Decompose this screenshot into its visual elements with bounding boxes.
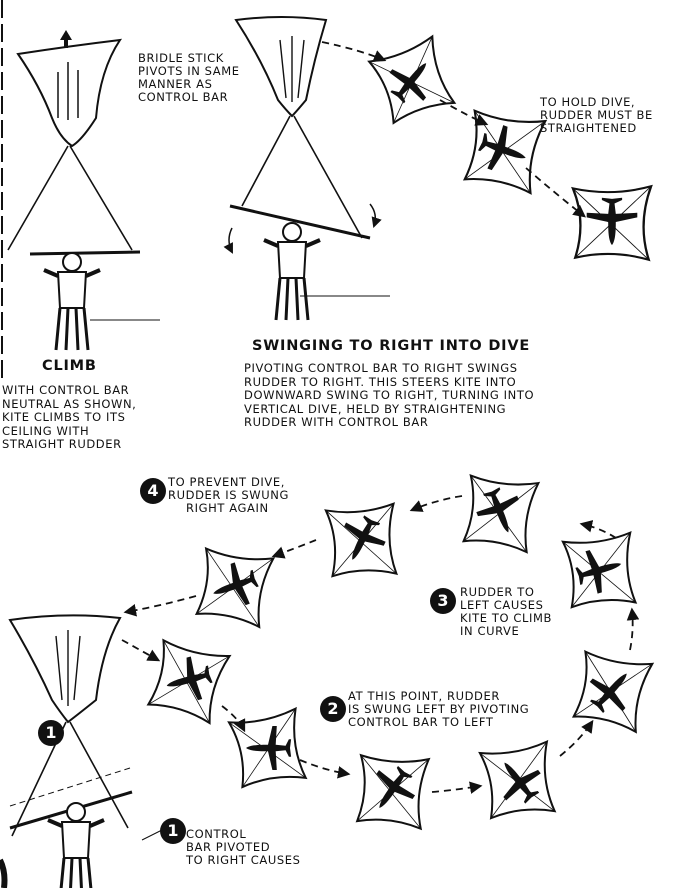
loop-kite-g <box>461 474 538 553</box>
step-3-badge: 3 <box>430 588 456 614</box>
loop-launch-kite <box>10 615 132 836</box>
step-3-line-4: IN CURVE <box>460 625 552 638</box>
loop-kite-a <box>146 638 230 723</box>
climb-line-5: STRAIGHT RUDDER <box>2 438 136 452</box>
step-4-badge: 4 <box>140 478 166 504</box>
swing-line-5: RUDDER WITH CONTROL BAR <box>244 416 534 430</box>
loop-kite-b <box>229 709 308 790</box>
swing-line-1: PIVOTING CONTROL BAR TO RIGHT SWINGS <box>244 362 534 376</box>
bridle-line-4: CONTROL BAR <box>138 91 240 104</box>
swing-line-2: RUDDER TO RIGHT. THIS STEERS KITE INTO <box>244 376 534 390</box>
hold-dive-note: TO HOLD DIVE, RUDDER MUST BE STRAIGHTENE… <box>540 96 653 135</box>
step-4-note: TO PREVENT DIVE, RUDDER IS SWUNG RIGHT A… <box>168 476 289 515</box>
step-1-line-3: TO RIGHT CAUSES <box>186 854 301 867</box>
dive-kite-3 <box>573 186 651 259</box>
swing-line-4: VERTICAL DIVE, HELD BY STRAIGHTENING <box>244 403 534 417</box>
step-1-note: CONTROL BAR PIVOTED TO RIGHT CAUSES <box>186 828 301 867</box>
dive-kite <box>229 17 375 252</box>
climb-title: CLIMB <box>42 360 97 373</box>
step-2-badge: 2 <box>320 696 346 722</box>
step-1-badge: 1 <box>160 818 186 844</box>
swing-title: SWINGING TO RIGHT INTO DIVE <box>252 340 530 353</box>
climb-line-1: WITH CONTROL BAR <box>2 384 136 398</box>
climb-line-3: KITE CLIMBS TO ITS <box>2 411 136 425</box>
step-3-note: RUDDER TO LEFT CAUSES KITE TO CLIMB IN C… <box>460 586 552 638</box>
loop-kite-f <box>563 533 638 610</box>
dive-kite-1 <box>368 36 456 125</box>
hold-dive-line-3: STRAIGHTENED <box>540 122 653 135</box>
climb-line-2: NEUTRAL AS SHOWN, <box>2 398 136 412</box>
dive-kite-2 <box>462 109 545 194</box>
loop-kite-e <box>571 650 652 733</box>
climb-body: WITH CONTROL BAR NEUTRAL AS SHOWN, KITE … <box>2 384 136 452</box>
step-2-line-3: CONTROL BAR TO LEFT <box>348 716 529 729</box>
step-1-kite-badge: 1 <box>38 720 64 746</box>
swing-body: PIVOTING CONTROL BAR TO RIGHT SWINGS RUD… <box>244 362 534 430</box>
loop-kite-c <box>355 753 429 829</box>
loop-kite-d <box>480 742 557 821</box>
bridle-note: BRIDLE STICK PIVOTS IN SAME MANNER AS CO… <box>138 52 240 104</box>
climb-line-4: CEILING WITH <box>2 425 136 439</box>
loop-kite-i <box>194 547 273 628</box>
dive-flyer <box>264 223 320 320</box>
swing-line-3: DOWNWARD SWING TO RIGHT, TURNING INTO <box>244 389 534 403</box>
loop-kite-h <box>326 504 399 579</box>
climb-flyer <box>44 253 100 350</box>
step-2-note: AT THIS POINT, RUDDER IS SWUNG LEFT BY P… <box>348 690 529 729</box>
step-4-line-3: RIGHT AGAIN <box>168 502 289 515</box>
climb-kite <box>8 30 140 254</box>
